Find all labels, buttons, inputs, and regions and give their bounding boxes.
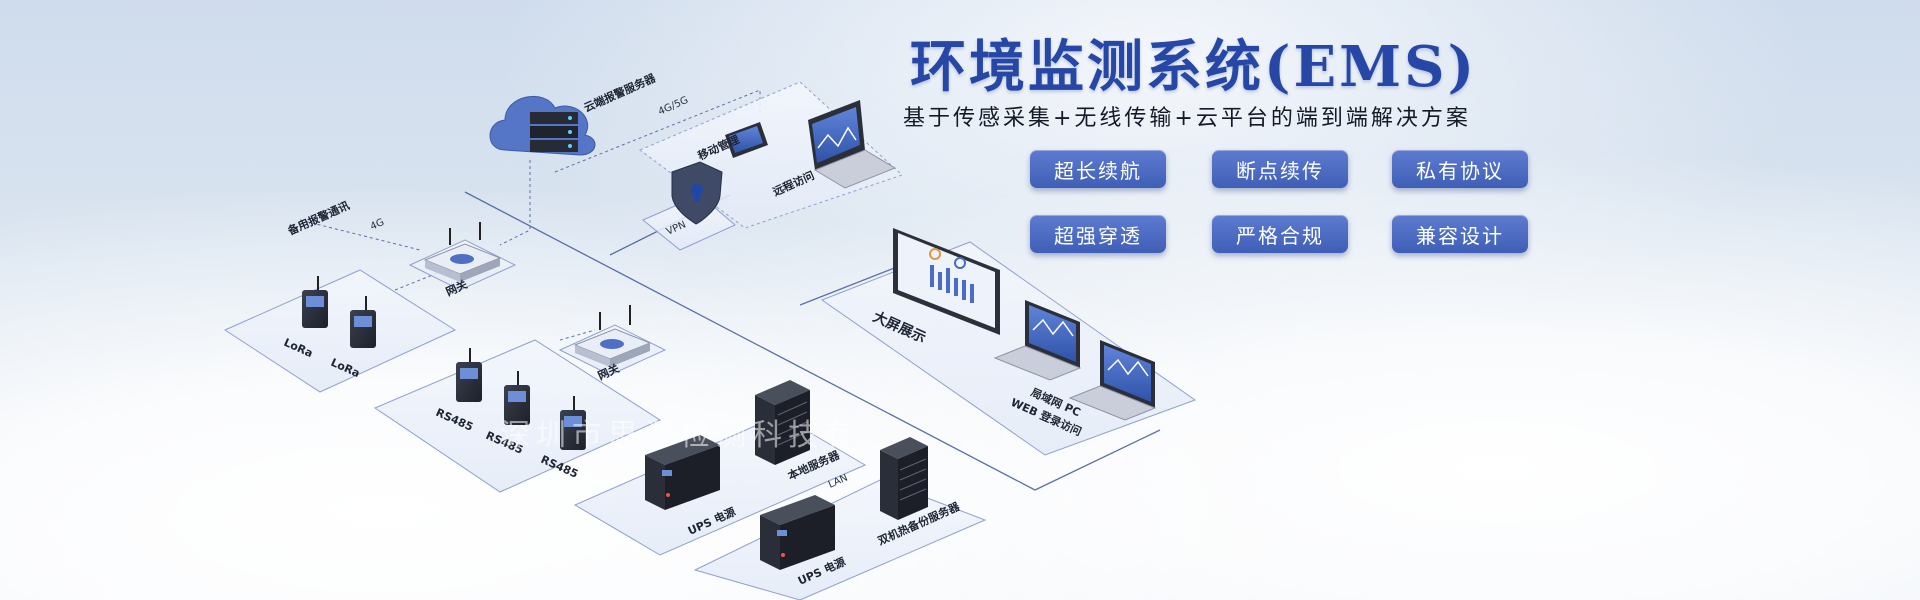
feature-badge-long-battery: 超长续航: [1030, 150, 1166, 188]
dual-server-icon: [880, 437, 928, 520]
lora-device-2-icon: [350, 296, 376, 348]
gateway-2-icon: [573, 305, 652, 367]
ups-1-icon: [645, 435, 720, 510]
lora-device-1-icon: [302, 276, 328, 328]
pc-laptop-2-icon: [1068, 340, 1157, 421]
feature-badge-compliance: 严格合规: [1212, 215, 1348, 253]
rs485-device-3-icon: [560, 396, 586, 450]
rs485-device-1-icon: [456, 348, 482, 402]
tablet-icon: [725, 122, 768, 158]
backup-alarm-label: 备用报警通讯: [285, 198, 352, 238]
link-4g-label: 4G: [369, 217, 386, 233]
feature-badge-private-protocol: 私有协议: [1392, 150, 1528, 188]
link-4g5g-label: 4G/5G: [657, 95, 690, 118]
cloud-server-label: 云端报警服务器: [582, 70, 659, 115]
page-subtitle: 基于传感采集+无线传输+云平台的端到端解决方案: [903, 106, 1471, 131]
pc-laptop-1-icon: [993, 300, 1082, 381]
local-server-icon: [755, 380, 810, 465]
plate-lora: [223, 269, 457, 393]
watermark-text: 深圳市思源检测科技有: [500, 418, 860, 453]
ups-2-icon: [760, 495, 835, 570]
big-screen-icon: [893, 228, 1000, 335]
vpn-shield-icon: [671, 161, 723, 225]
laptop-remote-icon: [808, 100, 897, 189]
gateway-1-icon: [423, 222, 502, 282]
rs485-device-2-icon: [504, 371, 530, 425]
page-title: 环境监测系统(EMS): [910, 34, 1478, 100]
feature-badge-strong-penetration: 超强穿透: [1030, 215, 1166, 253]
cloud-server-icon: [489, 95, 596, 156]
feature-badge-resume-transfer: 断点续传: [1212, 150, 1348, 188]
feature-badge-compatible-design: 兼容设计: [1392, 215, 1528, 253]
